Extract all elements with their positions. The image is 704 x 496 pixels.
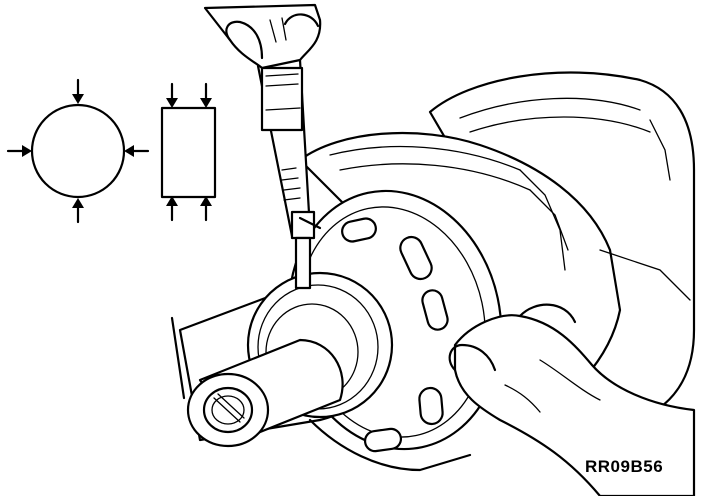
journal-circle-section [30, 103, 126, 199]
arrow-bottom-right-icon [200, 196, 212, 222]
arrow-bottom-icon [72, 198, 84, 224]
arrow-top-right-icon [200, 82, 212, 108]
engine-block-outline [170, 249, 691, 472]
arrow-right-icon [124, 145, 150, 157]
arrow-top-icon [72, 78, 84, 104]
taper-check-diagram [160, 82, 217, 222]
arrow-bottom-left-icon [166, 196, 178, 222]
upper-hand [203, 3, 322, 70]
lower-hand [448, 303, 696, 496]
micrometer-spindle [294, 236, 312, 290]
roundness-check-diagram [6, 78, 150, 224]
arrow-left-icon [6, 145, 32, 157]
micrometer-thimble [260, 66, 304, 132]
micrometer [256, 58, 322, 290]
arrow-top-left-icon [166, 82, 178, 108]
micrometer-lock [290, 210, 316, 240]
figure-reference-code: RR09B56 [585, 457, 664, 476]
journal-side-section [160, 106, 217, 199]
flange-slot [341, 217, 449, 453]
crankshaft-journal [178, 271, 394, 448]
